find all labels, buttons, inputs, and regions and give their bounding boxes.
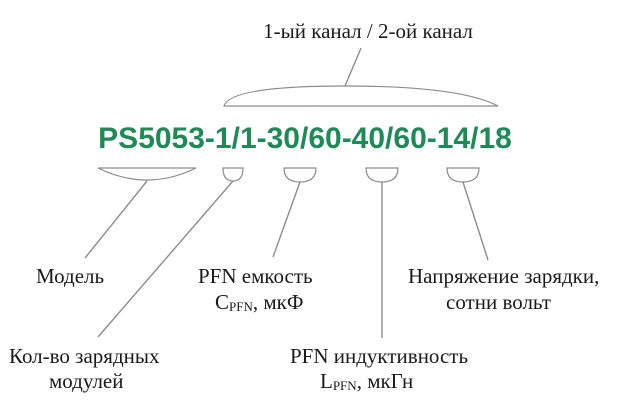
model-leader-line [84,180,148,259]
voltage-caption-line1: Напряжение зарядки, [408,264,599,288]
inductance-caption-line1: PFN индуктивность [290,344,468,368]
voltage-bracket [446,167,480,183]
capacitance-bracket [283,167,317,183]
model-caption: Модель [36,264,104,288]
model-bracket [97,167,197,181]
capacitance-symbol: C [215,290,229,314]
capacitance-caption-line1: PFN емкость [198,264,313,288]
channel-leader-line [344,47,362,87]
inductance-symbol: L [320,369,333,393]
modules-bracket [222,167,244,182]
inductance-subscript: PFN [333,378,357,393]
inductance-caption-line2: LPFN, мкГн [320,369,413,393]
voltage-caption-line2: сотни вольт [446,290,551,314]
inductance-unit: , мкГн [357,369,414,393]
modules-caption-line2: модулей [49,369,123,393]
voltage-leader-line [462,181,489,261]
capacitance-subscript: PFN [229,299,253,314]
modules-leader-line [97,180,234,338]
capacitance-leader-line [272,181,301,258]
capacitance-unit: , мкФ [253,290,304,314]
capacitance-caption-line2: CPFN, мкФ [215,290,303,314]
channel-bracket [223,85,499,107]
channel-label: 1-ый канал / 2-ой канал [263,19,473,43]
model-code: PS5053-1/1-30/60-40/60-14/18 [98,122,512,155]
inductance-bracket [365,167,399,183]
modules-caption-line1: Кол-во зарядных [9,344,160,368]
